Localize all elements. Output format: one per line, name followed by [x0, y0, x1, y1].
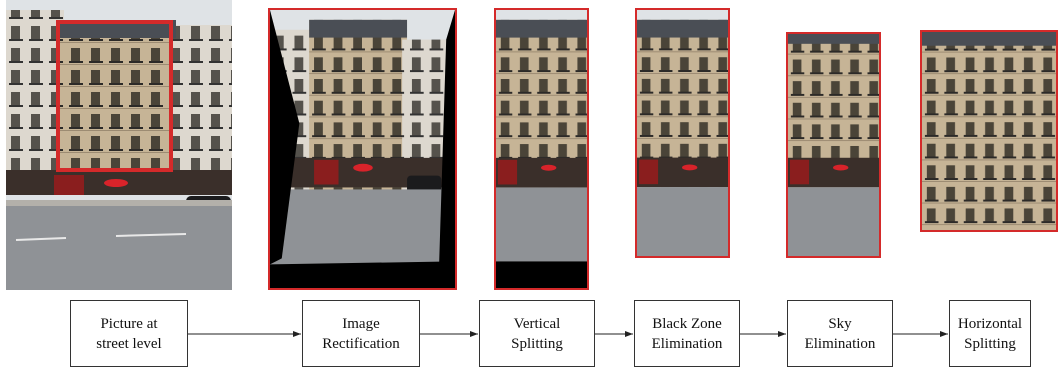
step-label-line1: Black Zone: [652, 315, 722, 332]
step-label-line1: Vertical: [513, 315, 561, 332]
sky-eliminated-photo: [786, 32, 881, 258]
step-label-line2: Splitting: [511, 335, 563, 352]
step-label-line1: Sky: [828, 315, 852, 332]
horizontal-split-photo: [920, 30, 1058, 232]
step-label-line1: Picture at: [100, 315, 158, 332]
rectified-photo: [268, 8, 457, 290]
step-label-line2: Splitting: [964, 335, 1016, 352]
vertical-split-photo: [494, 8, 589, 290]
street-level-photo: [6, 0, 232, 290]
step-label-line2: Elimination: [804, 335, 876, 352]
selection-frame: [56, 20, 173, 172]
black-zone-eliminated-photo: [635, 8, 730, 258]
step-label-line1: Horizontal: [957, 315, 1023, 332]
step-box-street-level: Picture at street level: [70, 300, 188, 367]
step-label-line2: Rectification: [322, 335, 400, 352]
step-label-line1: Image: [342, 315, 380, 332]
step-label-line2: Elimination: [651, 335, 723, 352]
step-label-line2: street level: [96, 335, 162, 352]
